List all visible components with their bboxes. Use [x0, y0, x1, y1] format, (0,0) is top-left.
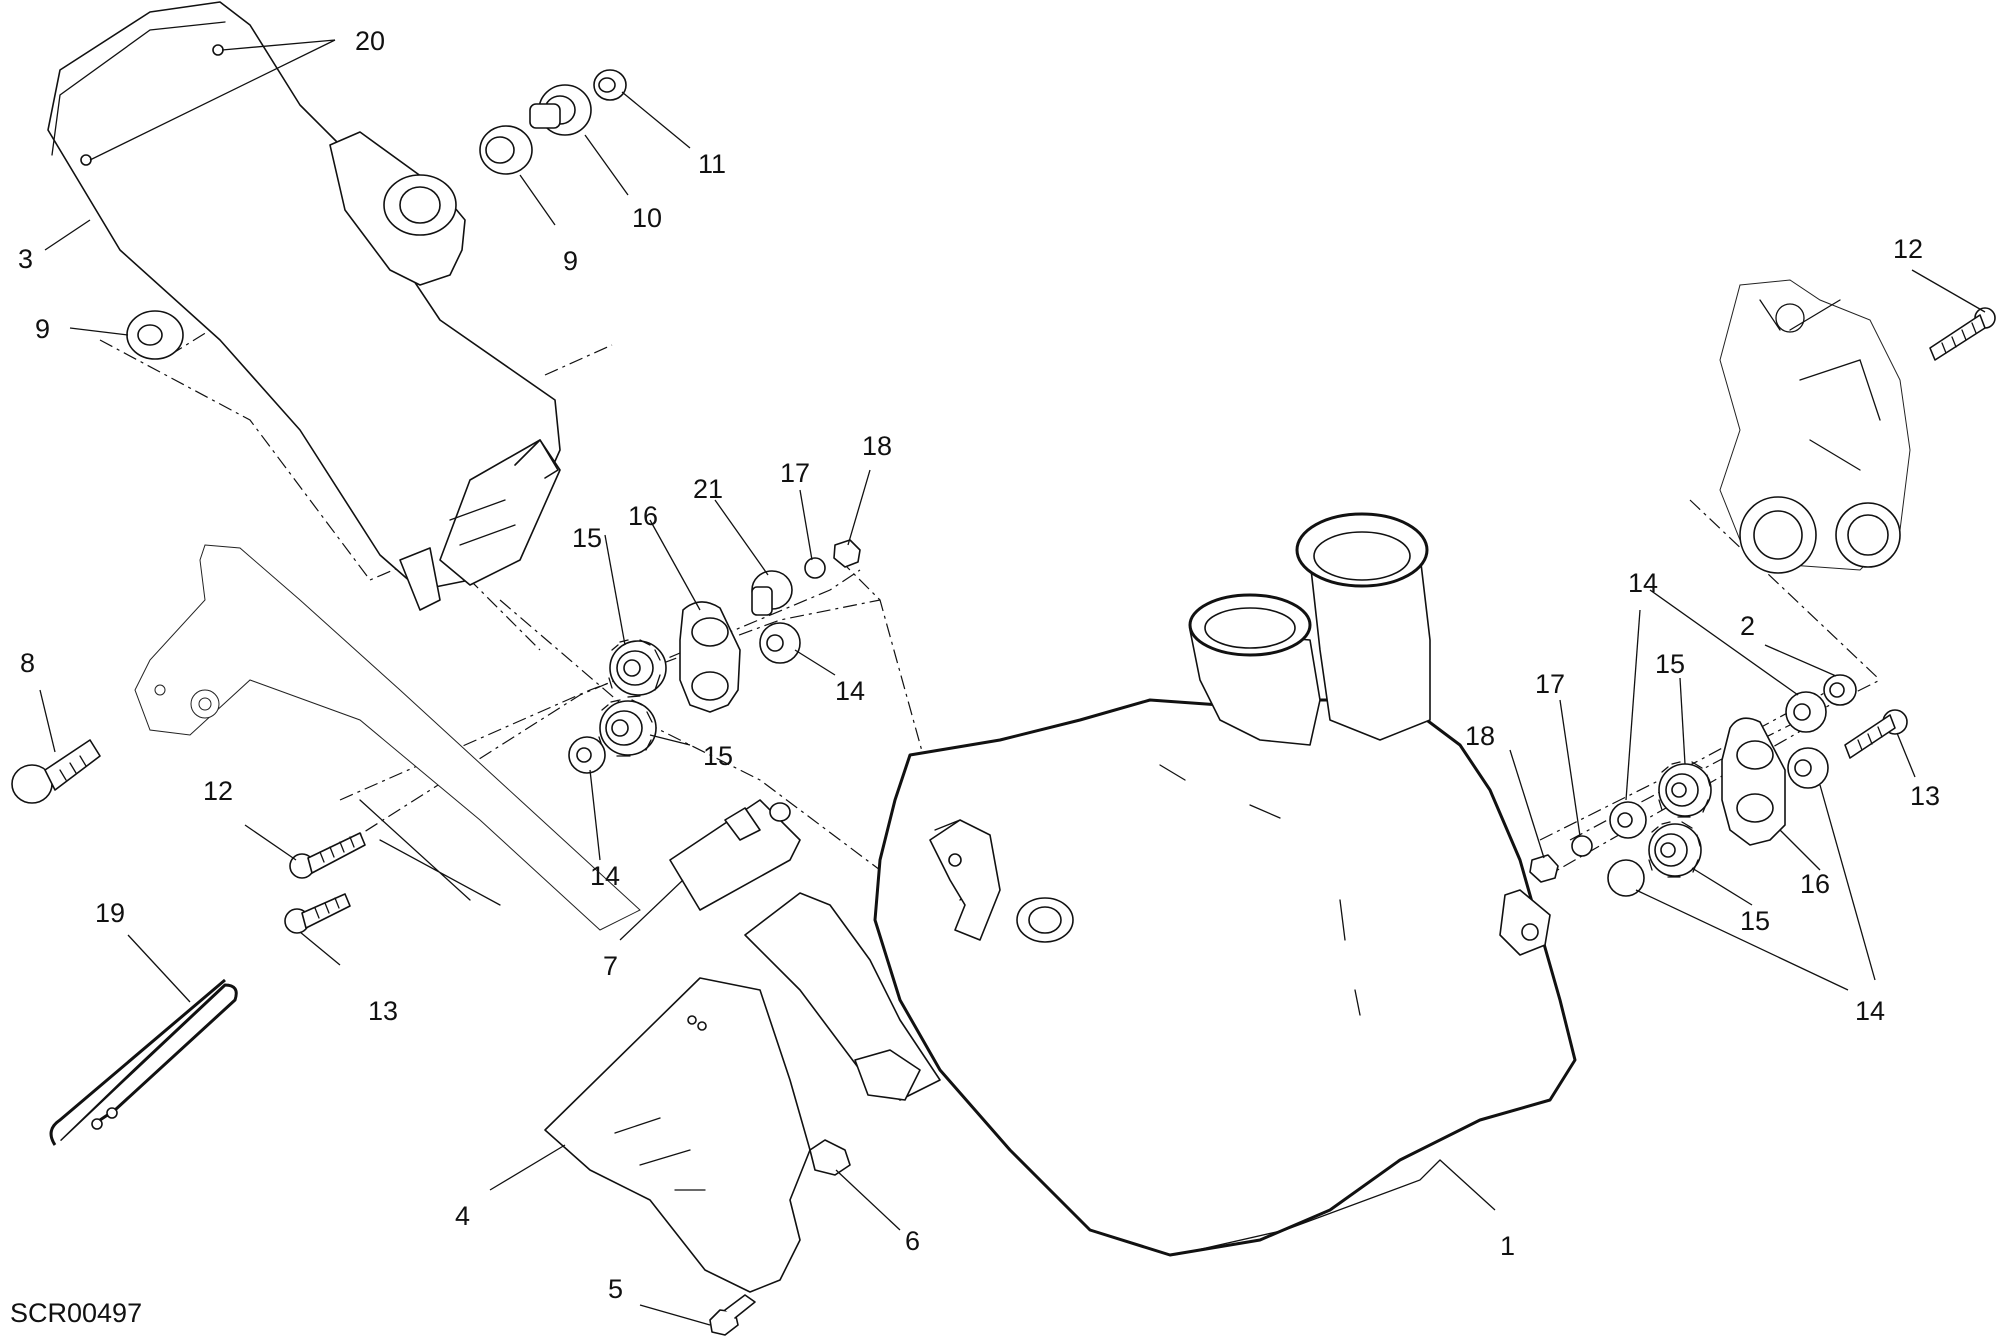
- box-mount-bracket: [929, 819, 1001, 941]
- callout-16-left: 16: [628, 501, 658, 531]
- drawing-code: SCR00497: [10, 1298, 142, 1328]
- washer-14-left-upper: [759, 622, 801, 664]
- damper-rubber-lower-left: [598, 699, 657, 757]
- callout-14-left-lower: 14: [590, 861, 620, 891]
- callout-17-right: 17: [1535, 669, 1565, 699]
- spring-clip-band: [49, 978, 238, 1146]
- washer-17-left: [804, 557, 826, 579]
- spacer-21: [751, 570, 793, 616]
- callout-18-right: 18: [1465, 721, 1495, 751]
- callout-9-left: 9: [35, 314, 50, 344]
- hex-bolt-13-right: [1844, 709, 1908, 759]
- rubber-grommet-upper: [479, 125, 533, 175]
- washer-14-left-lower: [568, 736, 606, 774]
- callout-14-right-lower: 14: [1855, 996, 1885, 1026]
- footrest-bracket-outline: [134, 544, 641, 931]
- exhaust-clamp: [669, 799, 801, 911]
- callout-12-left: 12: [203, 776, 233, 806]
- callout-20: 20: [355, 26, 385, 56]
- callout-7: 7: [603, 951, 618, 981]
- callout-4: 4: [455, 1201, 470, 1231]
- rear-footpeg-plate: [1719, 279, 1911, 574]
- washer-14-right-b: [1607, 859, 1645, 897]
- callout-21: 21: [693, 474, 723, 504]
- damper-bracket-right: [1721, 717, 1786, 846]
- collector-inlet-left: [1188, 593, 1321, 746]
- rubber-grommet-lower: [126, 310, 184, 360]
- washer-2: [1823, 674, 1857, 706]
- callout-8: 8: [20, 648, 35, 678]
- damper-rubber-upper-right: [1658, 761, 1712, 818]
- callout-16-right: 16: [1800, 869, 1830, 899]
- callout-19: 19: [95, 898, 125, 928]
- hex-bolt-12-left: [289, 832, 366, 879]
- callout-11: 11: [698, 149, 726, 179]
- spacer-bush: [529, 84, 592, 136]
- threaded-insert-6: [809, 1139, 851, 1176]
- callout-1: 1: [1500, 1231, 1515, 1261]
- cap-screw-8: [11, 739, 101, 804]
- collector-inlet-right: [1295, 512, 1431, 741]
- callout-15-upper-right: 15: [1655, 649, 1685, 679]
- callout-17-left: 17: [780, 458, 810, 488]
- callout-12-right: 12: [1893, 234, 1923, 264]
- washer-14-right-d: [1785, 691, 1827, 733]
- leader-lines: [39, 39, 1986, 1326]
- exhaust-manifold-box: [873, 698, 1577, 1257]
- callout-2: 2: [1740, 611, 1755, 641]
- heat-shield: [544, 977, 811, 1293]
- nut-18-right: [1529, 854, 1559, 883]
- callout-15-upper-left: 15: [572, 523, 602, 553]
- callout-14-right-upper: 14: [1628, 568, 1658, 598]
- callout-15-lower-right: 15: [1740, 906, 1770, 936]
- callout-6: 6: [905, 1226, 920, 1256]
- callout-9-upper: 9: [563, 246, 578, 276]
- nut-18-left: [833, 539, 861, 568]
- callout-18-left: 18: [862, 431, 892, 461]
- washer-14-right-a: [1609, 801, 1647, 839]
- damper-rubber-upper-left: [608, 639, 667, 698]
- hex-bolt-12-right: [1929, 307, 1996, 361]
- callout-13-right: 13: [1910, 781, 1940, 811]
- callout-labels: 20 3 9 9 10 11 8 12 13 19 4 5 6 7 15 16 …: [18, 26, 1940, 1304]
- damper-rubber-lower-right: [1648, 821, 1702, 878]
- washer-14-right-c: [1787, 747, 1829, 789]
- hex-bolt-13-left: [284, 893, 351, 934]
- callout-15-lower-left: 15: [703, 741, 733, 771]
- callout-10: 10: [632, 203, 662, 233]
- damper-bracket-left: [679, 601, 741, 713]
- screw-5: [709, 1294, 756, 1336]
- silencer-body: [47, 1, 561, 611]
- callout-5: 5: [608, 1274, 623, 1304]
- callout-13-left: 13: [368, 996, 398, 1026]
- callout-14-left-upper: 14: [835, 676, 865, 706]
- exhaust-link-pipe: [744, 892, 941, 1101]
- washer-17-right: [1571, 835, 1593, 857]
- callout-3: 3: [18, 244, 33, 274]
- flat-washer-11: [593, 69, 627, 101]
